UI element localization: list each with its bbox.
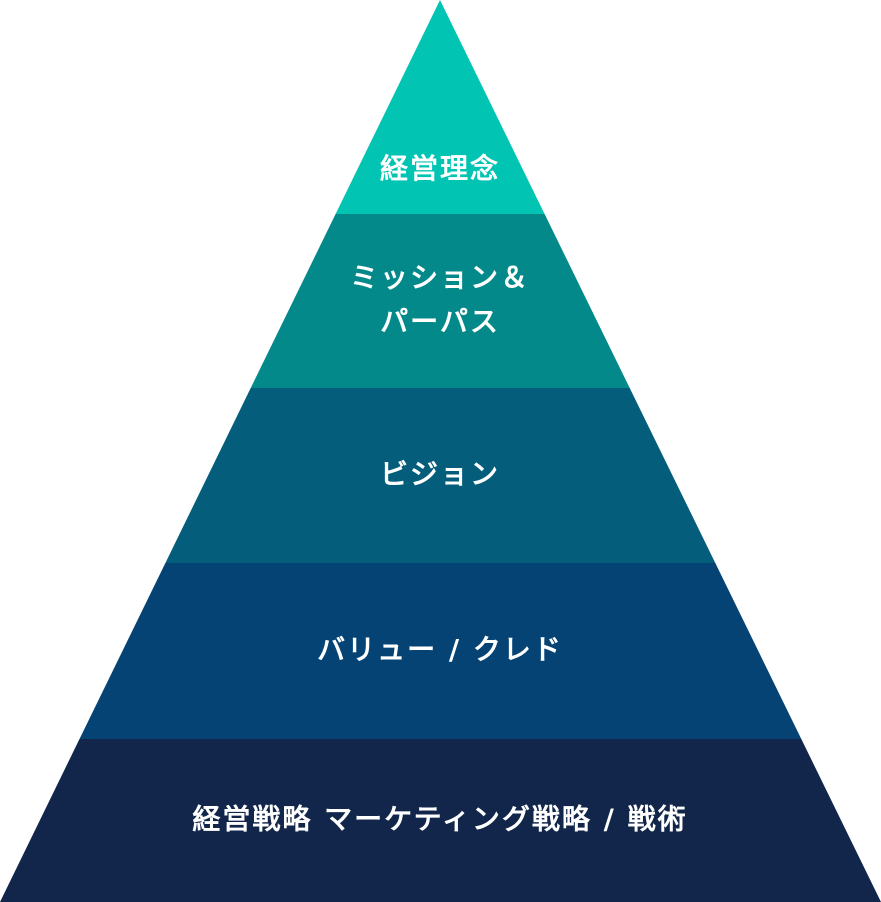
pyramid-tier-1 [335,0,545,214]
tier-label-5: 経営戦略 マーケティング戦略 / 戦術 [192,803,687,836]
pyramid-tier-4 [79,563,802,739]
tier-label-2: ミッション＆ パーパス [350,261,530,338]
tier-label-line: 経営理念 [380,152,500,185]
tier-label-3: ビジョン [380,458,500,491]
pyramid-tier-2 [250,214,630,388]
pyramid-tier-5 [0,739,881,902]
tier-label-line: ビジョン [380,458,500,491]
pyramid-tier-3 [165,388,716,563]
tier-label-line: バリュー / クレド [317,633,563,666]
tier-label-line: ミッション＆ [350,261,530,294]
tier-label-line: 経営戦略 マーケティング戦略 / 戦術 [192,803,687,836]
tier-label-1: 経営理念 [380,152,500,185]
tier-label-4: バリュー / クレド [317,633,563,666]
tier-label-line: パーパス [380,305,500,338]
